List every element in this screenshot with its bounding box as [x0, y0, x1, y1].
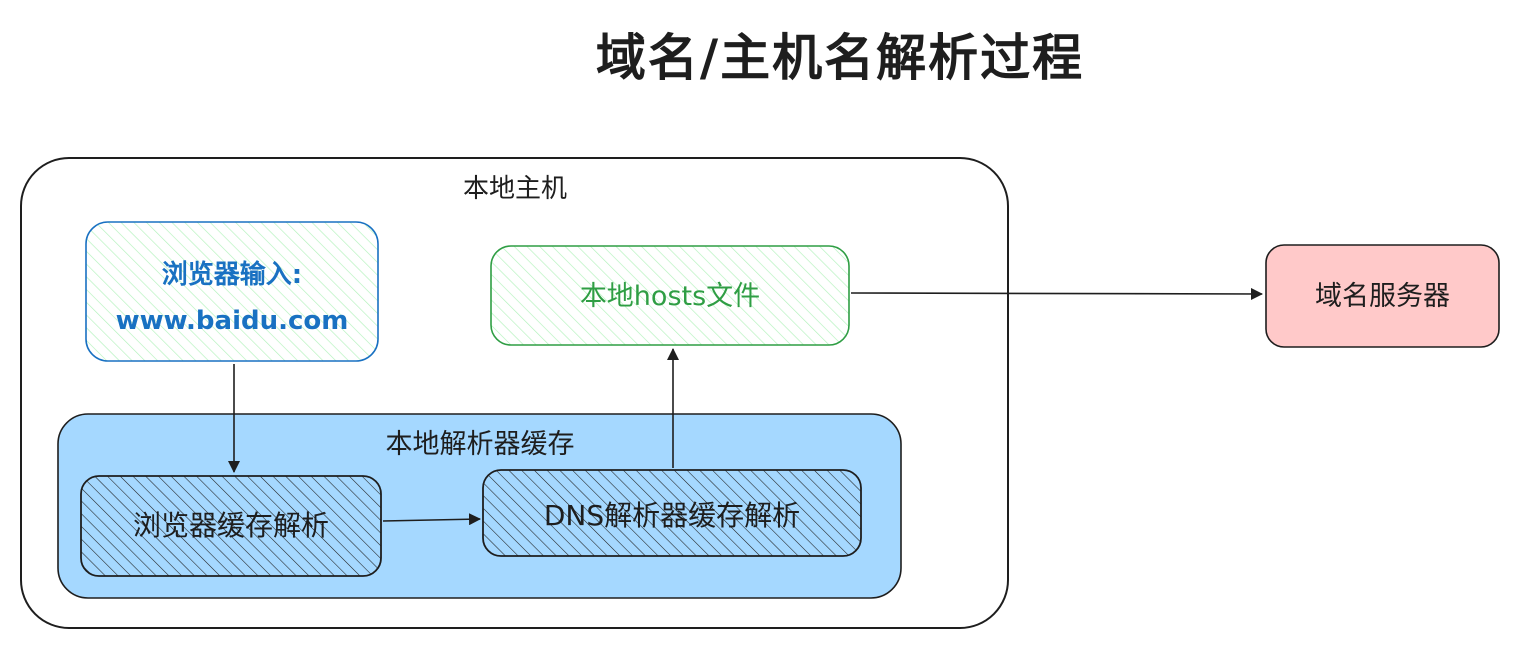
domain-server-label: 域名服务器 — [1315, 281, 1450, 312]
hosts-file-box — [490, 245, 850, 346]
resolver-cache-label: 本地解析器缓存 — [385, 429, 575, 460]
browser-input-box — [85, 221, 379, 362]
local-host-label: 本地主机 — [462, 174, 567, 204]
browser-cache-label: 浏览器缓存解析 — [132, 509, 329, 542]
browser-input-line1: 浏览器输入: — [161, 260, 303, 290]
arrow-browser-cache-to-dns-cache — [382, 513, 481, 526]
dns-cache-label: DNS解析器缓存解析 — [543, 499, 801, 532]
browser-input-line2: www.baidu.com — [115, 306, 349, 336]
diagram-title: 域名/主机名解析过程 — [595, 29, 1085, 87]
domain-server-box — [1265, 244, 1500, 348]
browser-cache-box — [80, 475, 382, 577]
arrow-hosts-to-domain-server — [850, 287, 1263, 300]
dns-cache-box — [482, 469, 862, 557]
hosts-file-label: 本地hosts文件 — [579, 281, 761, 312]
browser-input-label: 浏览器输入: www.baidu.com — [88, 252, 376, 344]
